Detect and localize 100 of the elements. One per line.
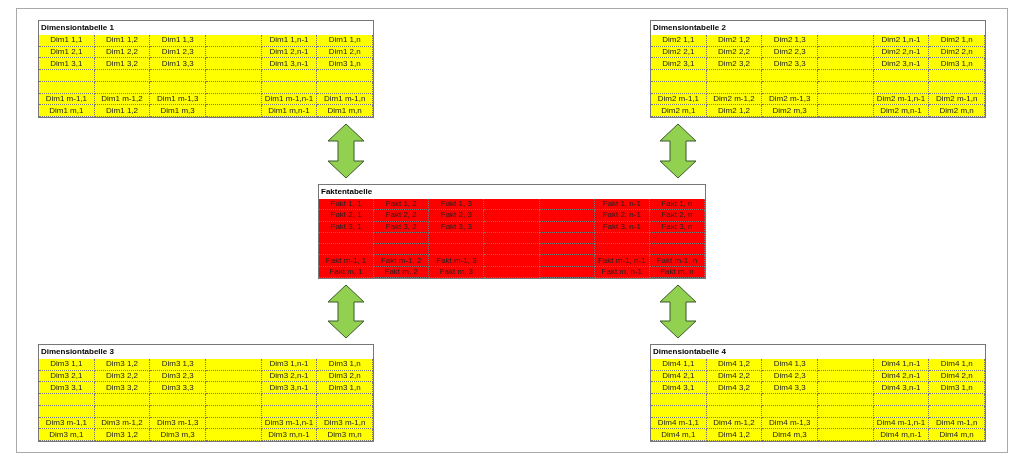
table-cell: Dim2 1,2 (706, 35, 763, 47)
table-cell: Dim4 m,n-1 (873, 429, 930, 441)
table-cell: Dim2 1,3 (762, 35, 818, 47)
data-table (650, 20, 986, 118)
table-cell: Dim3 3,n-1 (261, 382, 318, 395)
table-cell: Dim4 1,n-1 (873, 359, 930, 371)
double-arrow (327, 284, 365, 339)
table-cell: Dim2 3,2 (706, 58, 763, 71)
table-cell: Dim1 1,2 (94, 105, 151, 117)
table-cell: Fakt 1, 2 (374, 199, 430, 211)
table-cell: Fakt 2, 2 (374, 210, 430, 222)
table-cell: Dim3 m,1 (39, 429, 95, 441)
table-cell: Dim2 1,1 (651, 35, 707, 47)
table-cell: Dim3 3,3 (150, 382, 206, 395)
table-cell: Fakt 2, 3 (429, 210, 485, 222)
table-cell: Fakt m, n (649, 266, 705, 278)
table-title: Dimensiontabelle 3 (41, 348, 114, 356)
table-cell: Dim1 1,3 (150, 35, 206, 47)
table-cell: Fakt 2, 1 (319, 210, 375, 222)
table-cell: Dim4 m,1 (651, 429, 707, 441)
table-cell: Fakt 3, 2 (374, 221, 430, 233)
table-cell: Dim1 m,n (317, 105, 373, 117)
table-cell: Fakt m-1, n-1 (594, 255, 650, 267)
data-table (318, 184, 706, 279)
table-cell: Dim4 2,3 (762, 370, 818, 383)
table-cell: Dim1 2,1 (39, 46, 95, 59)
table-cell: Dim3 1,n (929, 58, 985, 71)
table-cell: Dim3 3,2 (94, 382, 151, 395)
table-cell: Dim2 3,3 (762, 58, 818, 71)
table-cell: Dim2 m,1 (651, 105, 707, 117)
double-arrow (659, 123, 697, 179)
table-cell: Dim1 m-1,n (317, 93, 373, 106)
table-cell: Dim3 1,2 (94, 359, 151, 371)
table-cell: Dim2 2,n (929, 46, 985, 59)
table-cell: Dim4 m,3 (762, 429, 818, 441)
table-cell: Dim3 m,n (317, 429, 373, 441)
table-cell: Dim3 1,n (317, 359, 373, 371)
table-cell: Fakt m, 3 (429, 266, 485, 278)
table-cell: Dim1 m,3 (150, 105, 206, 117)
table-cell: Dim3 1,n (317, 382, 373, 395)
table-cell: Dim1 3,n-1 (261, 58, 318, 71)
table-cell: Dim2 m,n (929, 105, 985, 117)
table-cell: Dim2 m-1,2 (706, 93, 763, 106)
table-cell: Dim2 m-1,n (929, 93, 985, 106)
table-cell: Dim2 3,n-1 (873, 58, 930, 71)
table-cell: Dim3 m-1,3 (150, 417, 206, 430)
table-cell: Dim3 2,2 (94, 370, 151, 383)
table-cell: Dim2 m,n-1 (873, 105, 930, 117)
data-table (650, 344, 986, 442)
table-cell: Fakt m, n-1 (594, 266, 650, 278)
table-cell: Fakt 2, n-1 (594, 210, 650, 222)
table-cell: Dim2 2,n-1 (873, 46, 930, 59)
table-cell: Dim4 1,2 (706, 429, 763, 441)
table-cell: Dim3 m-1,n (317, 417, 373, 430)
table-cell: Dim1 2,n (317, 46, 373, 59)
table-cell: Dim2 2,2 (706, 46, 763, 59)
table-cell: Dim3 2,n (317, 370, 373, 383)
table-cell: Fakt 3, 3 (429, 221, 485, 233)
table-cell: Dim4 m-1,3 (762, 417, 818, 430)
table-cell: Fakt 3, 1 (319, 221, 375, 233)
table-cell: Fakt m-1, n (649, 255, 705, 267)
table-title: Faktentabelle (321, 188, 373, 196)
table-cell: Dim2 2,3 (762, 46, 818, 59)
double-arrow (659, 284, 697, 339)
table-cell: Fakt m, 1 (319, 266, 375, 278)
table-cell: Fakt m, 2 (374, 266, 430, 278)
data-table (38, 20, 374, 118)
table-cell: Dim1 1,1 (39, 35, 95, 47)
table-cell: Dim3 1,n (929, 382, 985, 395)
table-cell: Dim1 m,n-1 (261, 105, 318, 117)
table-cell: Dim4 m,n (929, 429, 985, 441)
table-cell: Dim1 3,1 (39, 58, 95, 71)
table-cell: Dim2 1,n (929, 35, 985, 47)
table-cell: Dim1 1,n-1 (261, 35, 318, 47)
table-cell: Dim4 1,2 (706, 359, 763, 371)
table-cell: Dim3 m,n-1 (261, 429, 318, 441)
table-cell: Dim4 3,n-1 (873, 382, 930, 395)
table-cell: Dim4 1,n (929, 359, 985, 371)
table-cell: Dim4 m-1,2 (706, 417, 763, 430)
table-cell: Dim3 m,3 (150, 429, 206, 441)
table-cell: Dim3 m-1,n-1 (261, 417, 318, 430)
table-cell: Dim3 1,2 (94, 429, 151, 441)
table-title: Dimensiontabelle 4 (653, 348, 726, 356)
table-cell: Dim4 m-1,1 (651, 417, 707, 430)
table-cell: Dim1 1,n (317, 35, 373, 47)
table-title: Dimensiontabelle 2 (653, 24, 726, 32)
table-cell: Dim3 1,1 (39, 359, 95, 371)
table-cell: Dim4 2,n (929, 370, 985, 383)
table-cell: Dim3 1,n (317, 58, 373, 71)
table-cell: Dim1 m-1,1 (39, 93, 95, 106)
table-cell: Fakt 1, n-1 (594, 199, 650, 211)
table-cell: Dim3 2,3 (150, 370, 206, 383)
table-cell: Dim4 2,1 (651, 370, 707, 383)
table-cell: Dim4 3,3 (762, 382, 818, 395)
table-cell: Dim4 3,1 (651, 382, 707, 395)
table-cell: Fakt m-1, 1 (319, 255, 375, 267)
double-arrow (327, 123, 365, 179)
table-cell: Fakt m-1, 3 (429, 255, 485, 267)
table-cell: Dim2 m,3 (762, 105, 818, 117)
table-cell: Dim2 2,1 (651, 46, 707, 59)
